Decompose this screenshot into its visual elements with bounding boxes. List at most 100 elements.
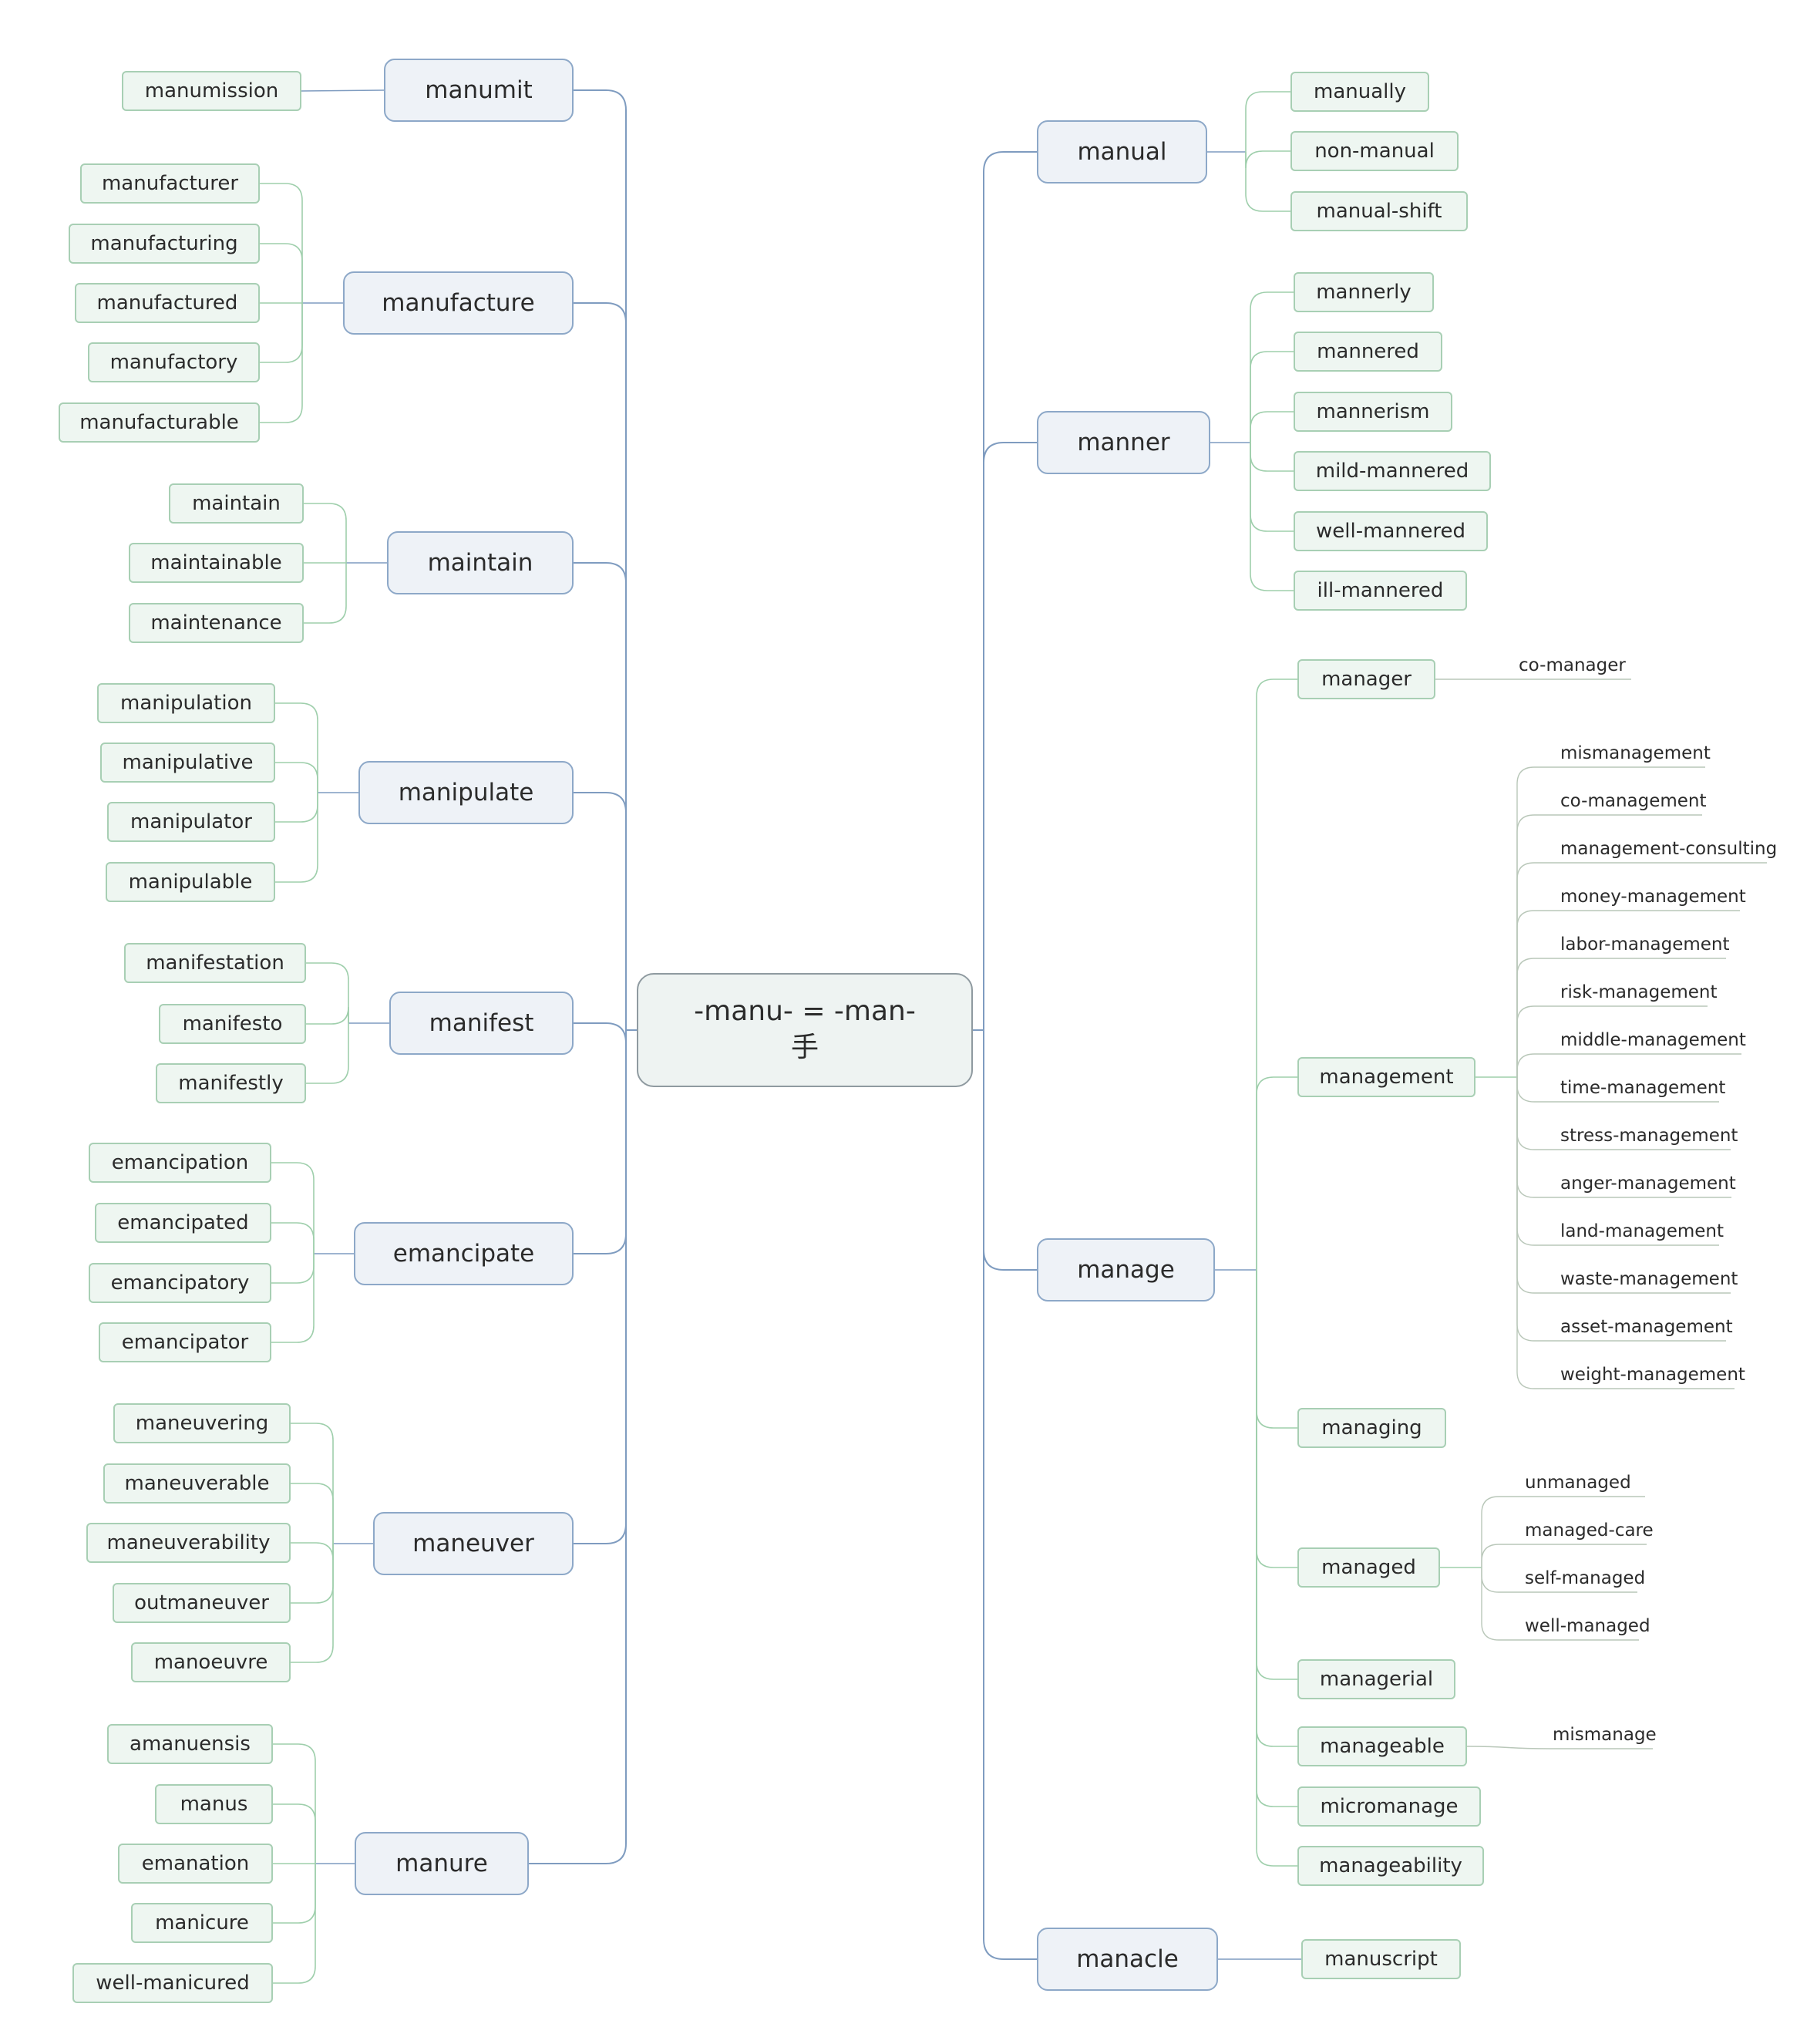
sub-topic-emancipation[interactable]: emancipation (89, 1143, 271, 1183)
sub-topic-manumission[interactable]: manumission (122, 71, 301, 111)
sub-topic-manicure[interactable]: manicure (131, 1903, 273, 1943)
branch-maneuver[interactable]: maneuver (373, 1512, 574, 1575)
branch-manifest[interactable]: manifest (389, 992, 574, 1055)
sub-topic-manufacturer[interactable]: manufacturer (80, 163, 260, 204)
sub-topic-emancipatory[interactable]: emancipatory (89, 1263, 271, 1303)
sub-topic-mannered[interactable]: mannered (1294, 332, 1442, 372)
sub-topic-managerial[interactable]: managerial (1297, 1659, 1455, 1699)
sub-topic-manageability[interactable]: manageability (1297, 1846, 1484, 1886)
leaf-topic-management-consulting[interactable]: management-consulting (1557, 833, 1777, 864)
sub-topic-well-manicured[interactable]: well-manicured (72, 1963, 273, 2003)
connector-line (1516, 958, 1726, 1077)
sub-topic-manufacturable-label: manufacturable (79, 411, 239, 434)
leaf-topic-weight-management[interactable]: weight-management (1557, 1359, 1745, 1390)
sub-topic-manufacturing[interactable]: manufacturing (69, 224, 260, 264)
sub-topic-amanuensis[interactable]: amanuensis (107, 1724, 273, 1764)
sub-topic-manipulative[interactable]: manipulative (100, 743, 275, 783)
leaf-topic-time-management[interactable]: time-management (1557, 1073, 1725, 1103)
sub-topic-non-manual[interactable]: non-manual (1290, 131, 1459, 171)
sub-topic-mannerly[interactable]: mannerly (1294, 272, 1434, 312)
leaf-topic-self-managed[interactable]: self-managed (1522, 1563, 1645, 1594)
leaf-topic-weight-management-label: weight-management (1560, 1365, 1745, 1385)
branch-manage[interactable]: manage (1037, 1238, 1215, 1301)
leaf-topic-anger-management[interactable]: anger-management (1557, 1168, 1736, 1199)
sub-topic-maneuverability[interactable]: maneuverability (86, 1523, 291, 1563)
sub-topic-ill-mannered[interactable]: ill-mannered (1294, 571, 1467, 611)
connector-line (260, 243, 303, 303)
branch-manage-label: manage (1077, 1256, 1175, 1284)
sub-topic-manuscript[interactable]: manuscript (1301, 1939, 1461, 1979)
connector-line (1245, 152, 1290, 212)
branch-emancipate[interactable]: emancipate (354, 1222, 574, 1285)
leaf-topic-waste-management[interactable]: waste-management (1557, 1264, 1738, 1295)
branch-manure[interactable]: manure (355, 1832, 529, 1895)
sub-topic-emanation[interactable]: emanation (118, 1844, 273, 1884)
sub-topic-maneuvering[interactable]: maneuvering (113, 1403, 291, 1443)
leaf-topic-co-management[interactable]: co-management (1557, 786, 1707, 817)
sub-topic-manufactory[interactable]: manufactory (88, 342, 260, 382)
leaf-topic-land-management-label: land-management (1560, 1221, 1724, 1241)
sub-topic-manufacturable[interactable]: manufacturable (59, 402, 260, 443)
branch-manipulate[interactable]: manipulate (358, 761, 574, 824)
leaf-topic-co-manager[interactable]: co-manager (1516, 650, 1631, 681)
branch-manner[interactable]: manner (1037, 411, 1210, 474)
leaf-topic-middle-management[interactable]: middle-management (1557, 1025, 1746, 1056)
sub-topic-manipulation[interactable]: manipulation (97, 683, 275, 723)
sub-topic-manifestation[interactable]: manifestation (124, 943, 306, 983)
sub-topic-manus[interactable]: manus (155, 1784, 273, 1824)
sub-topic-emancipator[interactable]: emancipator (99, 1322, 271, 1362)
leaf-topic-labor-management[interactable]: labor-management (1557, 929, 1730, 960)
sub-topic-maneuverable[interactable]: maneuverable (103, 1463, 291, 1504)
sub-topic-manageable[interactable]: manageable (1297, 1726, 1467, 1766)
sub-topic-manager[interactable]: manager (1297, 659, 1435, 699)
leaf-topic-stress-management[interactable]: stress-management (1557, 1120, 1738, 1151)
branch-maintain[interactable]: maintain (387, 531, 574, 594)
sub-topic-amanuensis-label: amanuensis (130, 1733, 251, 1756)
sub-topic-micromanage[interactable]: micromanage (1297, 1786, 1481, 1827)
branch-manacle[interactable]: manacle (1037, 1928, 1218, 1991)
branch-manumit[interactable]: manumit (384, 59, 574, 122)
leaf-topic-unmanaged[interactable]: unmanaged (1522, 1467, 1645, 1498)
sub-topic-emancipatory-label: emancipatory (110, 1271, 250, 1295)
sub-topic-manual-shift[interactable]: manual-shift (1290, 191, 1468, 231)
leaf-topic-mismanage-label: mismanage (1553, 1725, 1657, 1745)
leaf-topic-mismanagement[interactable]: mismanagement (1557, 738, 1711, 769)
branch-manual[interactable]: manual (1037, 120, 1207, 184)
sub-topic-maintenance[interactable]: maintenance (129, 603, 304, 643)
sub-topic-manipulator[interactable]: manipulator (107, 802, 275, 842)
sub-topic-maintainable[interactable]: maintainable (129, 543, 304, 583)
sub-topic-manipulable[interactable]: manipulable (106, 862, 275, 902)
sub-topic-manifesto[interactable]: manifesto (159, 1004, 306, 1044)
leaf-topic-asset-management[interactable]: asset-management (1557, 1312, 1733, 1342)
sub-topic-manufactured[interactable]: manufactured (75, 283, 260, 323)
branch-manufacture[interactable]: manufacture (343, 271, 574, 335)
sub-topic-mild-mannered[interactable]: mild-mannered (1294, 451, 1491, 491)
leaf-topic-mismanage[interactable]: mismanage (1549, 1719, 1657, 1750)
sub-topic-well-mannered[interactable]: well-mannered (1294, 511, 1488, 551)
sub-topic-manifestly[interactable]: manifestly (156, 1063, 306, 1103)
leaf-topic-money-management[interactable]: money-management (1557, 881, 1746, 912)
sub-topic-maintain[interactable]: maintain (169, 483, 304, 524)
connector-line (1256, 679, 1297, 1270)
connector-line (275, 702, 318, 793)
connector-line (275, 793, 318, 823)
sub-topic-management[interactable]: management (1297, 1057, 1475, 1097)
sub-topic-outmaneuver[interactable]: outmaneuver (113, 1583, 291, 1623)
central-topic[interactable]: -manu- = -man- 手 (637, 973, 973, 1087)
sub-topic-manoeuvre[interactable]: manoeuvre (131, 1642, 291, 1682)
sub-topic-manually[interactable]: manually (1290, 72, 1429, 112)
sub-topic-managed[interactable]: managed (1297, 1547, 1440, 1588)
sub-topic-mannerism[interactable]: mannerism (1294, 392, 1452, 432)
sub-topic-manufactured-label: manufactured (96, 291, 238, 315)
leaf-topic-well-managed[interactable]: well-managed (1522, 1611, 1650, 1642)
leaf-topic-risk-management[interactable]: risk-management (1557, 977, 1718, 1008)
connector-line (306, 1023, 349, 1084)
connector-line (275, 793, 318, 883)
sub-topic-emancipated[interactable]: emancipated (95, 1203, 271, 1243)
leaf-topic-managed-care[interactable]: managed-care (1522, 1515, 1654, 1546)
leaf-topic-land-management[interactable]: land-management (1557, 1216, 1724, 1247)
connector-line (1516, 1077, 1726, 1342)
leaf-topic-anger-management-label: anger-management (1560, 1174, 1736, 1194)
sub-topic-managing[interactable]: managing (1297, 1408, 1446, 1448)
